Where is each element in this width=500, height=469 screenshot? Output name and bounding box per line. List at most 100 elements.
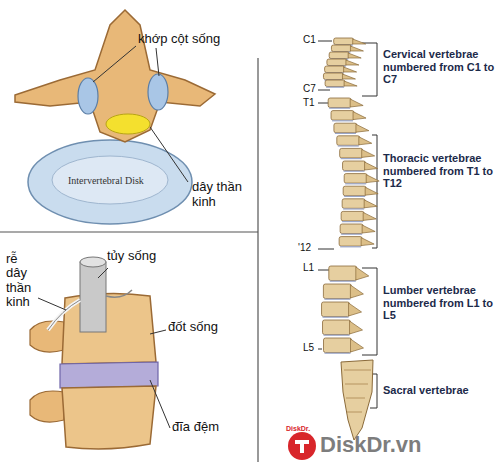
- spinous-process: [344, 81, 357, 86]
- posterior-process: [30, 391, 64, 422]
- sacral-ridge: [344, 370, 371, 371]
- part-label: tủy sống: [107, 249, 156, 264]
- spinous-process: [346, 60, 359, 65]
- level-label: C7: [303, 83, 316, 95]
- vertebra: [323, 320, 351, 335]
- spinous-process: [363, 212, 376, 220]
- disc-band: [60, 362, 158, 388]
- leader-line: [93, 46, 136, 82]
- vertebra: [331, 45, 351, 52]
- spinous-process: [365, 162, 378, 170]
- sacral-ridge: [347, 412, 362, 413]
- spinous-process: [356, 124, 369, 132]
- divider-line: [257, 58, 258, 462]
- vertebra: [329, 266, 357, 281]
- posterior-process: [30, 321, 64, 352]
- part-label: dây thần kinh: [192, 180, 254, 210]
- facet-joint: [78, 78, 98, 114]
- vertebra: [323, 284, 351, 299]
- spinous-process: [361, 238, 374, 246]
- vertebra-arch: [15, 10, 215, 142]
- vertebra: [339, 237, 362, 247]
- spinous-process: [348, 53, 361, 58]
- vertebra: [343, 161, 366, 171]
- sacral-ridge: [345, 384, 368, 385]
- bracket: [362, 43, 377, 408]
- logo-cross: [295, 440, 309, 453]
- disc-line: [338, 145, 359, 146]
- disc-line: [344, 196, 365, 197]
- leader-line: [156, 48, 159, 76]
- disc-line: [341, 158, 362, 159]
- vertebra: [325, 66, 345, 73]
- vertebra: [328, 98, 351, 108]
- vertebra: [342, 199, 365, 209]
- sacral-ridge: [346, 398, 365, 399]
- level-label: C1: [303, 34, 316, 46]
- vertebra: [324, 338, 352, 353]
- spinous-process: [362, 149, 375, 157]
- spinous-process: [344, 67, 357, 72]
- spinal-cord-top: [80, 257, 106, 267]
- level-label: L5: [303, 342, 314, 354]
- disc-line: [330, 281, 356, 282]
- vertebra: [325, 80, 345, 87]
- spinous-process: [356, 267, 369, 280]
- leader-line: [150, 330, 166, 334]
- vertebra: [337, 136, 360, 146]
- spinous-process: [353, 39, 366, 44]
- vertebra: [327, 59, 347, 66]
- spinous-process: [365, 187, 378, 195]
- vertebra: [331, 111, 354, 121]
- vertebra: [340, 148, 363, 158]
- nerve-root: [106, 290, 132, 297]
- disc-inner: [52, 156, 168, 204]
- region-label: Thoracic vertebrae numbered from T1 to T…: [383, 152, 497, 190]
- disc-line: [340, 246, 361, 247]
- spinous-process: [349, 303, 362, 316]
- vertebra: [323, 73, 343, 80]
- leader-line: [98, 268, 108, 278]
- facet-joint: [148, 74, 168, 110]
- vertebra: [341, 211, 364, 221]
- level-label: '12: [298, 242, 311, 254]
- spinous-process: [362, 225, 375, 233]
- disc-line: [329, 108, 350, 109]
- vertebra: [334, 123, 357, 133]
- disc-line: [335, 133, 356, 134]
- part-label: đốt sống: [168, 320, 218, 335]
- disc-line: [324, 335, 350, 336]
- vertebra: [344, 174, 367, 184]
- vertebra: [322, 302, 350, 317]
- spinous-process: [350, 321, 363, 334]
- region-label: Sacral vertebrae: [383, 384, 469, 397]
- vertebra: [343, 186, 366, 196]
- logo-circle: [288, 432, 316, 460]
- part-label: rễ dây thần kinh: [6, 252, 40, 309]
- disc-line: [341, 234, 362, 235]
- disc-line: [343, 208, 364, 209]
- spinous-process: [350, 46, 363, 51]
- watermark: DiskDr.vn: [320, 432, 422, 457]
- disc-line: [326, 87, 344, 88]
- vertebra: [340, 224, 363, 234]
- spinous-process: [350, 285, 363, 298]
- watermark: DiskDr.: [286, 425, 310, 433]
- nerve: [106, 114, 150, 134]
- vertebral-body: [62, 386, 156, 449]
- sacrum: [341, 360, 373, 440]
- region-label: Cervical vertebrae numbered from C1 to C…: [383, 48, 497, 86]
- part-label: khớp cột sống: [138, 32, 220, 47]
- vertebra: [334, 38, 354, 45]
- part-label: Intervertebral Disk: [68, 175, 144, 187]
- spinous-process: [364, 200, 377, 208]
- spinous-process: [366, 175, 379, 183]
- level-label: T1: [303, 97, 315, 109]
- part-label: đĩa đệm: [172, 420, 219, 435]
- level-label: L1: [303, 262, 314, 274]
- leader-line: [150, 380, 170, 428]
- disc-line: [345, 183, 366, 184]
- leader-line: [150, 127, 188, 182]
- spinous-process: [342, 74, 355, 79]
